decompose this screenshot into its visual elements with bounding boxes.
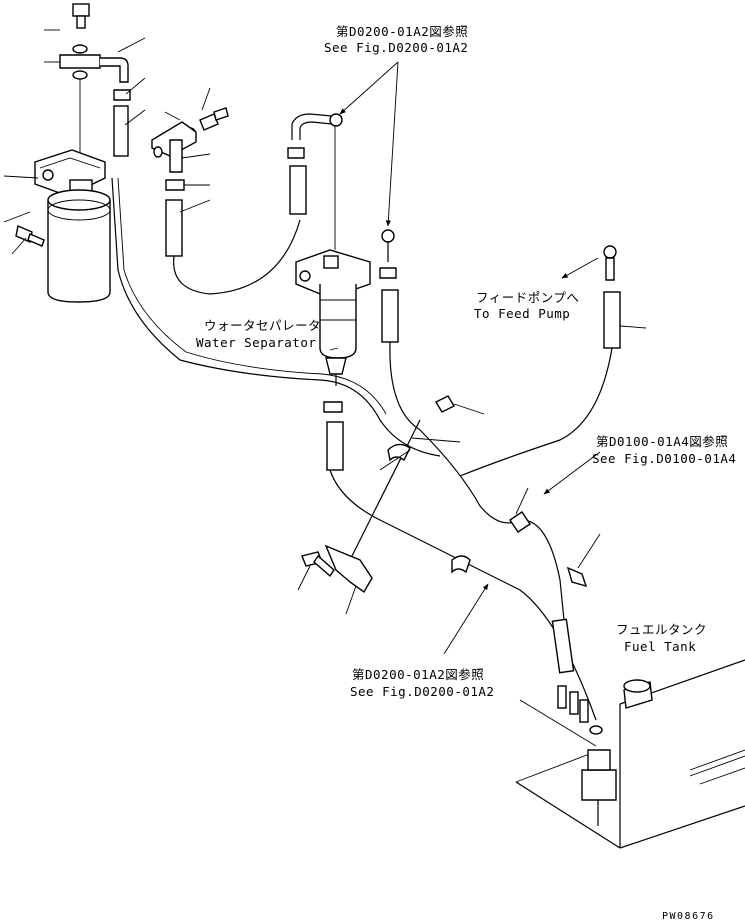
- main-fuel-pipes: [111, 177, 597, 721]
- water-separator: [295, 126, 371, 471]
- reference-arrows: [329, 61, 601, 655]
- filter-bracket: [34, 149, 106, 197]
- filter-cartridge: [47, 189, 111, 303]
- side-bolt: [15, 225, 45, 247]
- fuel-tank: [515, 659, 745, 849]
- fuel-hose: [113, 105, 129, 157]
- feed-pump-jp: フィードポンプへ: [476, 290, 579, 305]
- feed-pump-line: [459, 245, 647, 477]
- ref-mid-jp: 第D0100-01A4図参照: [596, 434, 728, 449]
- fuel-tank-en: Fuel Tank: [624, 639, 696, 654]
- center-left-fittings: [151, 87, 229, 257]
- water-separator-en: Water Separator: [196, 335, 316, 350]
- banjo-pipe: [59, 54, 129, 83]
- fuel-filter-assembly: [3, 3, 146, 303]
- washer: [72, 44, 88, 54]
- tank-fittings: [557, 685, 617, 826]
- labels: 第D0200-01A2図参照 See Fig.D0200-01A2 ウォータセパ…: [196, 24, 736, 922]
- hose-clamp: [113, 89, 131, 101]
- ref-bot-jp: 第D0200-01A2図参照: [352, 667, 484, 682]
- water-separator-jp: ウォータセパレータ: [204, 318, 321, 333]
- top-bolt: [72, 3, 90, 29]
- ref-top-jp: 第D0200-01A2図参照: [336, 24, 468, 39]
- separator-outlet-hose: [379, 229, 521, 524]
- fuel-tank-jp: フュエルタンク: [616, 622, 707, 637]
- washer: [72, 70, 88, 80]
- ref-top-en: See Fig.D0200-01A2: [324, 40, 468, 55]
- drawing-number: PW08676: [662, 911, 715, 922]
- bolts: [297, 395, 601, 615]
- feed-pump-en: To Feed Pump: [474, 306, 570, 321]
- ref-bot-en: See Fig.D0200-01A2: [350, 684, 494, 699]
- separator-inlet-line: [173, 113, 343, 295]
- ref-mid-en: See Fig.D0100-01A4: [592, 451, 736, 466]
